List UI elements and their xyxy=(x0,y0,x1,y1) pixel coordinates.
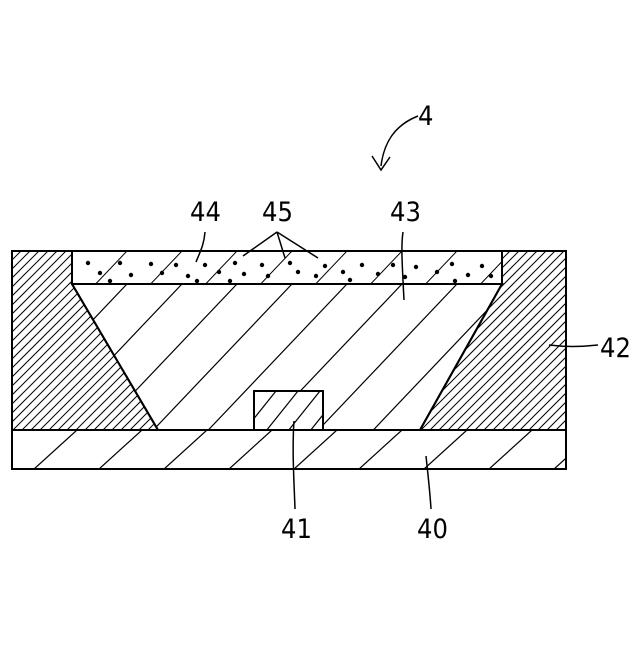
phosphor-particle xyxy=(242,272,246,276)
leader-device-4 xyxy=(381,116,418,166)
label-chip-41: 41 xyxy=(281,514,312,545)
phosphor-particle xyxy=(314,274,318,278)
phosphor-particle xyxy=(266,274,270,278)
label-particles-45: 45 xyxy=(262,197,293,228)
hatch-line xyxy=(0,251,30,430)
hatch-line xyxy=(428,284,567,430)
phosphor-particle xyxy=(296,270,300,274)
phosphor-layer-44 xyxy=(41,251,567,284)
hatch-line xyxy=(318,284,457,430)
label-substrate-40: 40 xyxy=(417,514,448,545)
hatch-line xyxy=(0,251,12,430)
phosphor-particle xyxy=(348,278,352,282)
hatch-line xyxy=(98,284,237,430)
hatch-line xyxy=(0,430,12,469)
phosphor-particle xyxy=(228,279,232,283)
label-device-4: 4 xyxy=(418,101,433,132)
phosphor-particle xyxy=(414,265,418,269)
phosphor-particle xyxy=(203,263,207,267)
labels: 4 44 45 43 42 41 40 xyxy=(190,101,631,545)
phosphor-particle xyxy=(466,273,470,277)
phosphor-particle xyxy=(323,264,327,268)
phosphor-particle xyxy=(118,261,122,265)
phosphor-particle xyxy=(341,270,345,274)
phosphor-particle xyxy=(195,279,199,283)
phosphor-particle xyxy=(108,279,112,283)
phosphor-particle xyxy=(174,263,178,267)
phosphor-particle xyxy=(149,262,153,266)
hatch-line xyxy=(0,251,21,430)
label-phosphor-44: 44 xyxy=(190,197,221,228)
phosphor-particle xyxy=(98,271,102,275)
hatch-line xyxy=(0,251,48,430)
hatch-line xyxy=(619,430,640,469)
phosphor-particle xyxy=(435,270,439,274)
phosphor-particle xyxy=(86,261,90,265)
phosphor-particle xyxy=(260,263,264,267)
phosphor-particle xyxy=(450,262,454,266)
phosphor-particle xyxy=(129,273,133,277)
label-encapsulant-43: 43 xyxy=(390,197,421,228)
phosphor-particle xyxy=(376,272,380,276)
phosphor-particle xyxy=(489,274,493,278)
phosphor-particle xyxy=(453,279,457,283)
phosphor-particle xyxy=(480,264,484,268)
label-reflector-42: 42 xyxy=(600,333,631,364)
hatch-line xyxy=(0,251,66,430)
phosphor-particle xyxy=(233,261,237,265)
phosphor-particle xyxy=(186,274,190,278)
substrate-40 xyxy=(0,430,640,469)
phosphor-particle xyxy=(160,271,164,275)
phosphor-particle xyxy=(391,263,395,267)
hatch-line xyxy=(0,251,39,430)
hatch-line xyxy=(0,284,127,430)
leader-42 xyxy=(549,345,598,347)
phosphor-particle xyxy=(288,261,292,265)
phosphor-particle xyxy=(217,270,221,274)
phosphor-particle xyxy=(360,263,364,267)
